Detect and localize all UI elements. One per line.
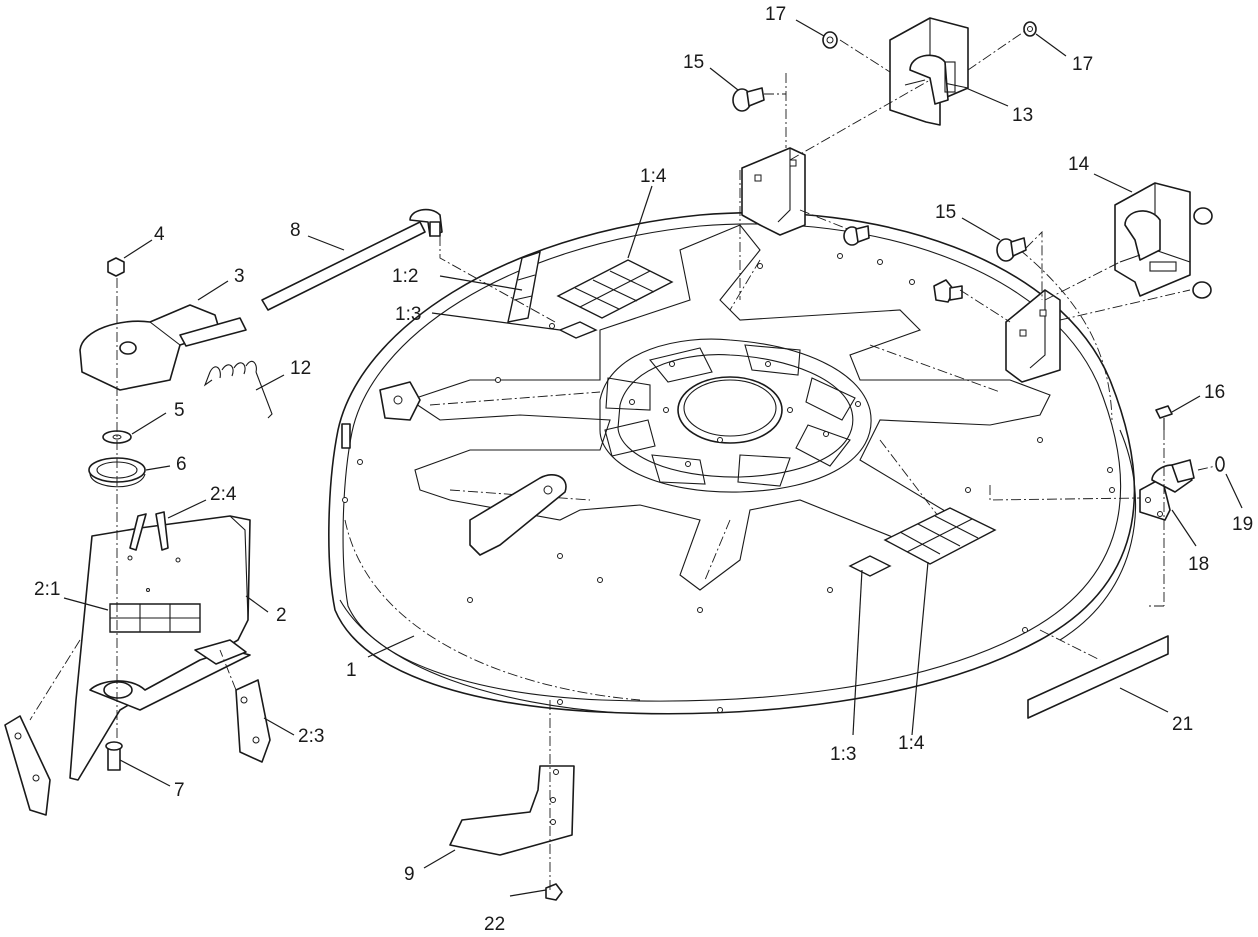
callout-9: 9: [404, 864, 415, 885]
callout-4: 4: [154, 224, 165, 245]
screw-16: [1155, 405, 1173, 430]
flange-nut-deck: [933, 279, 963, 303]
callout-14: 14: [1068, 154, 1090, 175]
callout-17-left: 17: [765, 4, 786, 25]
spring-12: [203, 360, 273, 419]
callout-1-4-top: 1:4: [640, 166, 667, 187]
chute-deflector-2: [69, 515, 251, 781]
decal-strip-21: [1027, 635, 1169, 719]
assembly-centerlines: [29, 30, 1217, 890]
nut-17-right: [1023, 21, 1037, 37]
callout-3: 3: [234, 266, 245, 287]
callout-5: 5: [174, 400, 185, 421]
decal-1-4-bottom: [883, 507, 997, 565]
callout-8: 8: [290, 220, 301, 241]
callout-2-1: 2:1: [34, 579, 60, 600]
decal-1-3-top: [558, 321, 598, 339]
callout-7: 7: [174, 780, 185, 801]
skid-2-3-left: [4, 715, 51, 816]
nuts-clip-14: [1192, 207, 1213, 299]
callout-15-right: 15: [935, 202, 956, 223]
decal-1-2: [507, 250, 541, 323]
water-fitting-18: [1139, 459, 1195, 521]
callout-17-right: 17: [1072, 54, 1093, 75]
height-clip-14: [1114, 182, 1191, 297]
rivets-2-4: [129, 511, 169, 551]
callout-1-2: 1:2: [392, 266, 418, 287]
callout-18: 18: [1188, 554, 1209, 575]
nut-17-left: [822, 31, 838, 49]
decal-1-4-top: [556, 259, 674, 319]
callout-21: 21: [1172, 714, 1193, 735]
o-ring-19: [1215, 456, 1225, 472]
nut-4: [107, 257, 125, 277]
decal-1-3-bottom: [848, 555, 892, 577]
deck-mount-bracket-left: [741, 147, 806, 236]
callout-13: 13: [1012, 105, 1033, 126]
decal-2-1: [109, 603, 201, 633]
deflector-pivot-3: [79, 304, 247, 391]
rod-8: [261, 208, 443, 311]
callout-1-3-top: 1:3: [395, 304, 421, 325]
deck-mount-bracket-right: [1005, 289, 1061, 383]
leader-lines: [63, 19, 1243, 897]
callout-16: 16: [1204, 382, 1225, 403]
skid-2-3-right: [235, 679, 271, 763]
callout-19: 19: [1232, 514, 1253, 535]
callout-12: 12: [290, 358, 311, 379]
callout-2-3: 2:3: [298, 726, 324, 747]
callout-15-left: 15: [683, 52, 704, 73]
callout-2: 2: [276, 605, 287, 626]
nut-22: [545, 883, 563, 901]
height-clip-13: [889, 17, 969, 126]
callout-22: 22: [484, 914, 505, 935]
deflector-plate-9: [449, 765, 575, 856]
callout-2-4: 2:4: [210, 484, 237, 505]
pin-7: [105, 741, 123, 771]
mower-deck-housing: [328, 211, 1137, 715]
callout-labels: 1 1:2 1:3 1:4 1:3 1:4 2 2:1 2:3 2:4 3 4 …: [34, 4, 1253, 935]
callout-6: 6: [176, 454, 187, 475]
callout-1-3-bottom: 1:3: [830, 744, 856, 765]
bolt-15-right: [996, 237, 1027, 262]
bolt-15-left: [732, 87, 765, 112]
bolt-15-deck-a: [843, 225, 870, 246]
callout-1-4-bottom: 1:4: [898, 733, 925, 754]
callout-1: 1: [346, 660, 357, 681]
